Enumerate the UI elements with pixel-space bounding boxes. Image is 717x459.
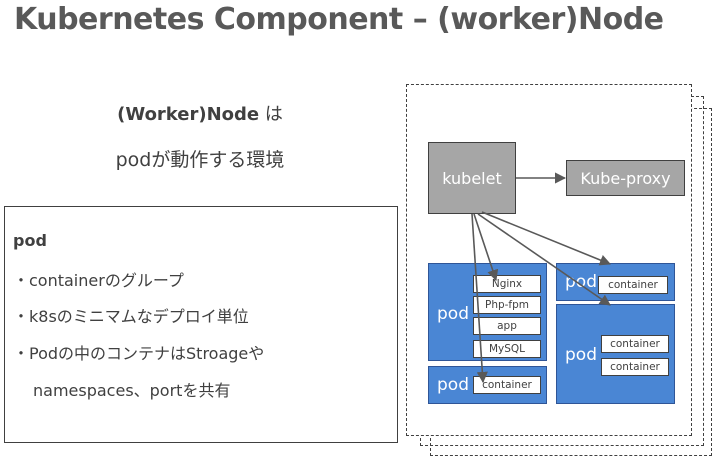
pod-3: pod container (556, 263, 675, 301)
kubelet-label: kubelet (442, 168, 502, 188)
intro-node-name: (Worker)Node (117, 104, 260, 125)
app-container: app (473, 317, 541, 335)
pod-bullet-1: ・containerのグループ (13, 271, 184, 290)
kubelet-box: kubelet (428, 142, 516, 214)
pod-bullet-2: ・k8sのミニマムなデプロイ単位 (13, 307, 249, 326)
pod-2-label: pod (437, 375, 469, 395)
mysql-container: MySQL (473, 340, 541, 358)
php-fpm-container: Php-fpm (473, 296, 541, 314)
pod-3-label: pod (565, 272, 597, 292)
intro-particle: は (259, 104, 283, 125)
pod-3-container: container (598, 276, 668, 294)
arrow-kubelet-to-pod-2 (471, 213, 488, 384)
intro-line-2: podが動作する環境 (115, 149, 285, 171)
pod-2-container: container (473, 376, 541, 394)
pod-4-container-2: container (601, 358, 669, 376)
pod-bullet-3: ・Podの中のコンテナはStroageや (13, 344, 265, 363)
arrow-kubelet-to-pod-1 (473, 213, 499, 282)
pod-bullet-4: namespaces、portを共有 (33, 381, 231, 400)
arrow-kubelet-to-pod-4 (477, 213, 611, 306)
kube-proxy-label: Kube-proxy (580, 168, 671, 188)
pod-description-box: pod ・containerのグループ ・k8sのミニマムなデプロイ単位 ・Po… (4, 206, 398, 443)
pod-4: pod container container (556, 304, 675, 404)
pod-4-container-1: container (601, 335, 669, 353)
pod-4-label: pod (565, 345, 597, 365)
page-title: Kubernetes Component – (worker)Node (14, 2, 664, 37)
arrow-kubelet-to-pod-3 (481, 211, 612, 266)
pod-1-label: pod (437, 304, 469, 324)
intro-line-1: (Worker)Node は (0, 100, 400, 126)
kube-proxy-box: Kube-proxy (566, 160, 685, 196)
pod-description-heading: pod (13, 231, 47, 250)
